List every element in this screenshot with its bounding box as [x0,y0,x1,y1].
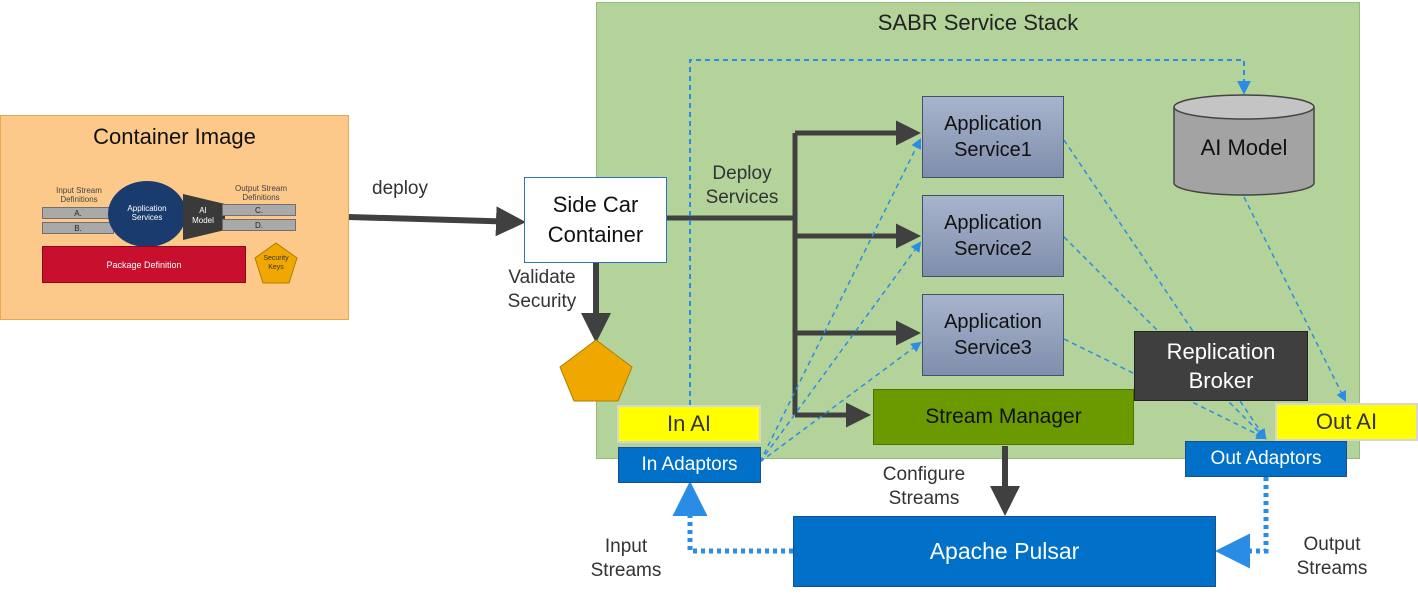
application-service1-node: Application Service1 [922,96,1064,178]
in-adaptors-to-service1-dashed [759,138,921,463]
deploy-label: deploy [372,178,428,199]
application-service3-node: Application Service3 [922,294,1064,376]
in-ai-to-ai-model-dashed [689,59,1251,405]
container-image-title: Container Image [93,124,256,149]
security-pentagon-icon [559,339,633,402]
output-streams-label: Output Streams [1296,534,1368,579]
application-services-label: Application Services [127,204,167,222]
ai-model-label: AI Model [1200,135,1288,160]
out-ai-node: Out AI [1275,403,1418,441]
output-stream-definitions-label: Output Stream Definitions [234,184,288,202]
input-streams-label: Input Streams [590,536,662,581]
application-services-circle [108,181,186,247]
apache-pulsar-node: Apache Pulsar [793,516,1216,587]
in-adaptors-to-service2-dashed [759,241,922,463]
configure-streams-label: Configure Streams [882,464,966,509]
input-stream-definitions-label: Input Stream Definitions [56,186,102,204]
stream-manager-node: Stream Manager [873,389,1134,445]
ai-model-trapezoid [183,194,225,240]
output-definition-d: D. [222,219,296,231]
deploy-services-label: Deploy Services [705,163,779,208]
stack-title: SABR Service Stack [877,10,1079,35]
output-streams-dotted [1215,477,1269,569]
replication-broker-node: Replication Broker [1134,331,1308,401]
ai-model-to-out-ai-dashed [1243,196,1346,402]
input-definition-b: B. [42,222,114,234]
security-keys-label: Security Keys [263,255,289,271]
security-keys-pentagon-icon [254,242,298,284]
side-car-container-node: Side Car Container [524,177,667,263]
ai-model-cylinder [1173,94,1315,196]
output-definition-c: C. [222,204,296,216]
service2-to-out-adaptors-dashed [1063,236,1267,440]
in-ai-node: In AI [617,405,761,443]
deploy-arrow [348,206,526,237]
ai-model-mini-label: AI Model [192,206,214,225]
in-adaptors-to-service3-dashed [759,341,922,463]
application-service2-node: Application Service2 [922,195,1064,277]
out-adaptors-node: Out Adaptors [1185,441,1347,477]
in-adaptors-node: In Adaptors [618,447,761,483]
input-streams-dotted [672,481,793,554]
validate-security-label: Validate Security [507,267,577,312]
package-definition-bar: Package Definition [42,246,246,283]
